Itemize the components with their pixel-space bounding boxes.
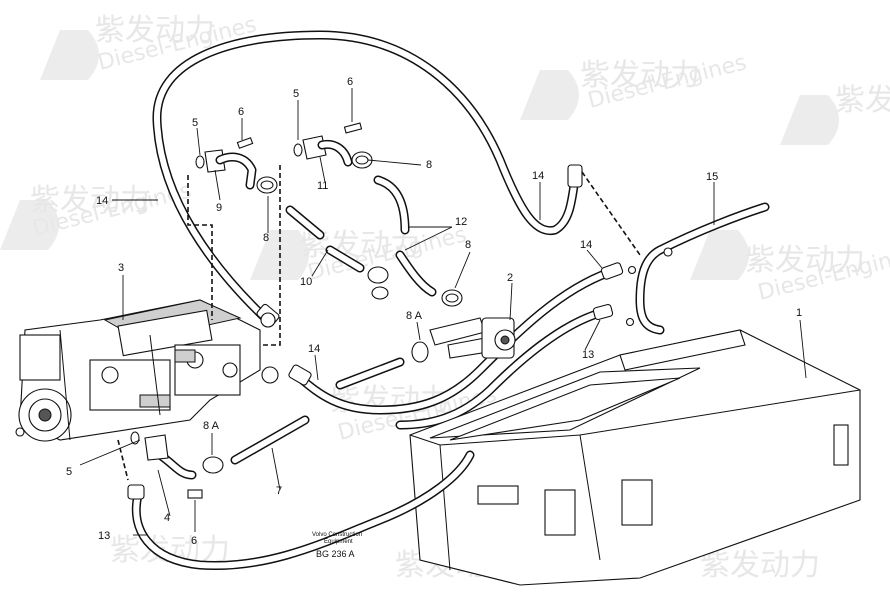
watermark-logo	[520, 70, 579, 120]
callout-12: 12	[455, 216, 467, 228]
callout-5-top-left: 5	[192, 117, 198, 129]
caption-company-line1: Volvo Construction	[312, 532, 362, 538]
tank-window	[622, 480, 652, 525]
hose-8A-middle	[340, 342, 428, 385]
bolt-6	[188, 490, 202, 498]
callout-8A-lower: 8 A	[203, 420, 220, 432]
callout-6-top-left: 6	[238, 106, 244, 118]
callout-14-left: 14	[96, 195, 108, 207]
pump-port	[262, 367, 278, 383]
callout-8-left: 8	[263, 232, 269, 244]
callout-5-bottom: 5	[66, 466, 72, 478]
hose-clamp-8	[372, 287, 388, 299]
hose-end-fitting	[568, 165, 582, 187]
callout-3: 3	[118, 262, 124, 274]
hose-end-fitting	[128, 485, 144, 499]
callout-2: 2	[507, 272, 513, 284]
callout-13-bottom: 13	[98, 530, 110, 542]
hose-end-fitting	[601, 262, 624, 280]
tank-window	[545, 490, 575, 535]
caption-drawing-code: BG 236 A	[316, 549, 355, 559]
pipe-clip	[629, 267, 636, 274]
callout-7: 7	[276, 485, 282, 497]
callout-8-right: 8	[465, 239, 471, 251]
watermark-brand-cn: 紫发动力	[700, 548, 820, 583]
hose-end-fitting	[593, 304, 613, 320]
callout-9: 9	[216, 202, 222, 214]
hose-14-upper-loop	[157, 35, 582, 327]
callout-11: 11	[317, 180, 328, 192]
callout-4: 4	[164, 512, 170, 524]
hose-clamp-8	[368, 267, 388, 283]
hose-clamp-8	[442, 290, 462, 306]
pipe-clip	[627, 319, 634, 326]
watermark-logo	[780, 95, 839, 145]
tank-window	[478, 486, 518, 504]
fitting-group-middle	[294, 123, 372, 168]
hose-clamp-8A	[203, 457, 223, 473]
callout-15: 15	[706, 171, 718, 183]
watermark-brand-cn: 紫发动力	[835, 83, 890, 118]
watermark-logo	[40, 30, 99, 80]
o-ring-5	[196, 156, 204, 168]
callout-6-top-middle: 6	[347, 76, 353, 88]
callout-13-right: 13	[582, 349, 594, 361]
callout-1: 1	[796, 307, 802, 319]
o-ring-5	[294, 144, 302, 156]
callout-10: 10	[300, 276, 312, 288]
caption-company-line2: Equipment	[324, 539, 353, 545]
pump-port	[261, 313, 275, 327]
callout-14-middle: 14	[308, 343, 320, 355]
callout-8A-middle: 8 A	[406, 310, 423, 322]
fitting-group-left	[196, 138, 277, 193]
tank-window	[834, 425, 848, 465]
pipe-clip	[664, 248, 672, 256]
bolt-6	[344, 123, 361, 133]
watermark-logo	[690, 230, 749, 280]
callout-6-bottom: 6	[191, 535, 197, 547]
callout-8-middle: 8	[426, 159, 432, 171]
hose-clamp-8	[257, 177, 277, 193]
pump-assembly-3	[16, 300, 278, 441]
hose-clamp-8A	[412, 342, 428, 362]
callout-5-top-middle: 5	[293, 88, 299, 100]
bolt-6	[237, 138, 252, 148]
valve-2	[430, 318, 515, 358]
callout-14-right: 14	[580, 239, 592, 251]
callout-14-top: 14	[532, 170, 544, 182]
flange	[145, 435, 168, 460]
